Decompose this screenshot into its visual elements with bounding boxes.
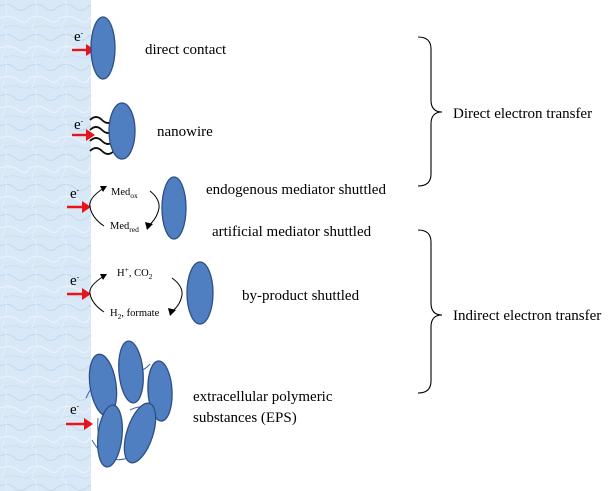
artificial-mediator-label: artificial mediator shuttled [212,224,372,240]
electron-label: e- [74,116,84,133]
eps-label-line2: substances (EPS) [193,410,297,426]
bacterium-cell [108,102,136,160]
redox-cycle-left [89,187,105,227]
direct-transfer-label: Direct electron transfer [453,106,592,122]
arrowhead-icon [86,129,95,141]
electron-label: e- [70,401,80,418]
byproduct-reduced: H2, formate [110,308,160,321]
cycle-arrowhead-icon [100,186,107,192]
arrowhead-icon [82,288,91,300]
electron-label: e- [74,28,84,45]
eps-row: e- extracellular polymeric substances (E… [66,340,333,468]
endogenous-mediator-label: endogenous mediator shuttled [206,182,386,198]
electrode [0,0,91,491]
bacterium-cell [118,340,144,404]
mediator-row: e- Medox Medred endogenous mediator shut… [67,176,386,240]
byproduct-label: by-product shuttled [242,288,360,304]
arrowhead-icon [84,418,93,430]
cycle-arrowhead-icon [100,274,107,280]
bacterium-cell [123,402,157,464]
cycle-arrowhead-icon [168,308,176,316]
bacterium-cell [186,261,214,325]
nanowire-icon [89,147,115,155]
cycle-arrowhead-icon [145,222,153,230]
indirect-transfer-label: Indirect electron transfer [453,308,601,324]
bacterium-cell [96,404,124,468]
mediator-reduced: Medred [110,221,139,234]
nanowire-label: nanowire [157,124,213,140]
electron-label: e- [70,272,80,289]
direct-contact-label: direct contact [145,42,227,58]
arrowhead-icon [82,201,91,213]
byproduct-row: e- H+, CO2 H2, formate by-product shuttl… [67,261,360,325]
eps-label-line1: extracellular polymeric [193,389,333,405]
byproduct-cycle-left [89,275,105,313]
nanowire-row: e- nanowire [72,102,213,160]
byproduct-cycle-right [170,277,183,313]
electron-label: e- [70,185,80,202]
byproduct-oxidized: H+, CO2 [117,265,153,281]
bacterium-cell [147,360,173,422]
bacterium-cell [161,176,187,240]
indirect-transfer-brace [417,229,443,394]
mediator-oxidized: Medox [111,187,138,200]
redox-cycle-right [147,190,160,227]
bacterium-cell [90,16,116,80]
direct-transfer-brace [417,36,443,187]
direct-contact-row: e- direct contact [72,16,227,80]
